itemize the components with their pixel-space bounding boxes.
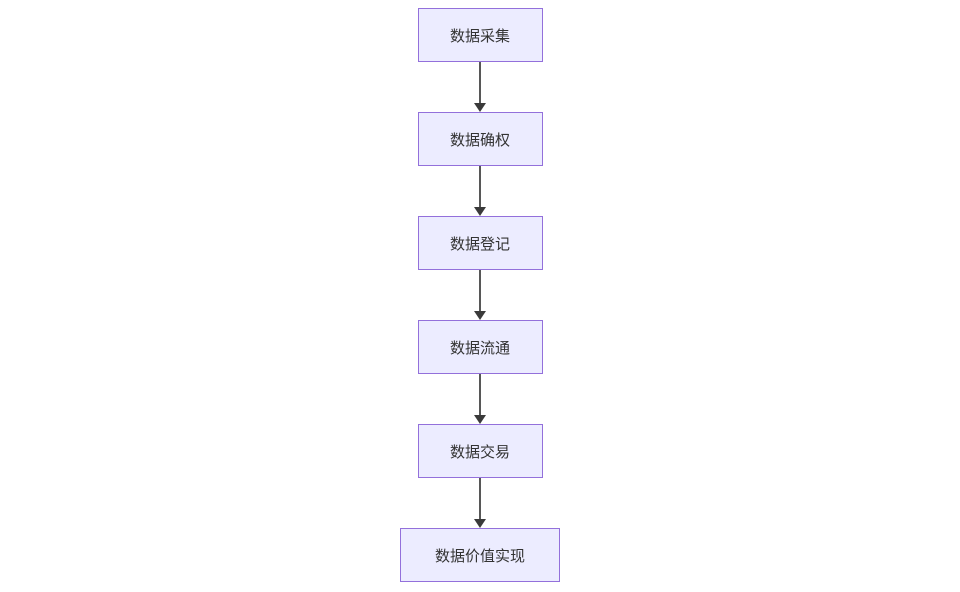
arrow-down-icon bbox=[474, 519, 486, 528]
flow-node-label: 数据流通 bbox=[449, 339, 510, 357]
arrow-down-icon bbox=[474, 415, 486, 424]
arrow-down-icon bbox=[474, 311, 486, 320]
flow-node-A: 数据采集 bbox=[417, 8, 543, 62]
flow-edge-E-F bbox=[474, 478, 486, 528]
flow-node-label: 数据确权 bbox=[449, 131, 510, 149]
edge-line bbox=[479, 166, 481, 207]
edge-line bbox=[479, 270, 481, 311]
flow-edge-B-C bbox=[474, 166, 486, 216]
flow-node-E: 数据交易 bbox=[417, 424, 543, 478]
flow-node-B: 数据确权 bbox=[417, 112, 543, 166]
flow-node-label: 数据登记 bbox=[449, 235, 510, 253]
flow-node-F: 数据价值实现 bbox=[400, 528, 560, 582]
flow-node-label: 数据采集 bbox=[449, 27, 510, 45]
edge-line bbox=[479, 374, 481, 415]
edge-line bbox=[479, 478, 481, 519]
edge-line bbox=[479, 62, 481, 103]
flow-node-label: 数据交易 bbox=[449, 443, 510, 461]
flow-node-D: 数据流通 bbox=[417, 320, 543, 374]
flow-edge-A-B bbox=[474, 62, 486, 112]
flow-edge-C-D bbox=[474, 270, 486, 320]
arrow-down-icon bbox=[474, 207, 486, 216]
flow-edge-D-E bbox=[474, 374, 486, 424]
flow-node-C: 数据登记 bbox=[417, 216, 543, 270]
arrow-down-icon bbox=[474, 103, 486, 112]
flow-node-label: 数据价值实现 bbox=[434, 547, 525, 565]
